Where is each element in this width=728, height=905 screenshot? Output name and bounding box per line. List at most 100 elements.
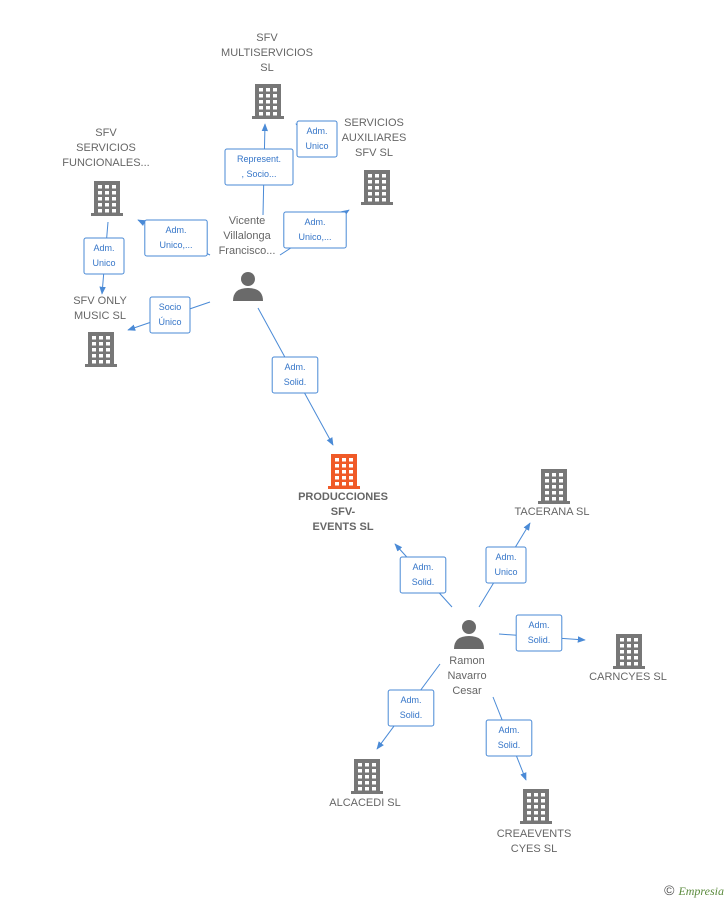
node-tacerana[interactable]: TACERANA SL	[515, 469, 590, 518]
node-label: FUNCIONALES...	[62, 157, 149, 169]
company-building-icon[interactable]	[361, 170, 393, 205]
company-building-icon[interactable]	[520, 789, 552, 824]
node-label: SERVICIOS	[76, 142, 136, 154]
company-building-icon[interactable]	[252, 84, 284, 119]
edge-label-text: Adm.	[412, 562, 433, 572]
edge-label-text: Unico,...	[298, 232, 331, 242]
edge-label-text: Adm.	[495, 552, 516, 562]
node-label: Cesar	[452, 685, 482, 697]
node-carncyes[interactable]: CARNCYES SL	[589, 634, 667, 683]
nodes-layer: PRODUCCIONES SFV- EVENTS SL VicenteVillalon…	[62, 32, 667, 855]
edge-vicente-auxil: Adm. Unico,...	[279, 209, 350, 256]
node-label: SFV ONLY	[73, 295, 127, 307]
edge-vicente-prod: Adm. Solid.	[257, 307, 334, 446]
company-building-icon[interactable]	[351, 759, 383, 794]
edge-label-box[interactable]	[149, 296, 191, 334]
edge-label-text: Adm.	[400, 695, 421, 705]
node-label: TACERANA SL	[515, 506, 590, 518]
edge-ramon-creaevents: Adm. Solid.	[485, 696, 533, 781]
node-label: MULTISERVICIOS	[221, 47, 313, 59]
edges-layer: Adm. Solid. Represent. , Socio... Adm. Unico,…	[83, 120, 586, 781]
edge-vicente-func: Adm. Unico,...	[137, 219, 211, 257]
edge-vicente-multi: Represent. , Socio...	[224, 123, 294, 216]
company-building-icon[interactable]	[91, 181, 123, 216]
node-label: SL	[260, 62, 273, 74]
edge-label-box[interactable]	[387, 689, 435, 727]
edge-label-text: Adm.	[165, 225, 186, 235]
node-label: SFV SL	[355, 147, 393, 159]
edge-label-text: Unico	[92, 258, 115, 268]
node-label: SFV	[95, 127, 117, 139]
edge-label-text: Adm.	[284, 362, 305, 372]
node-multi[interactable]: SFV MULTISERVICIOS SL	[221, 32, 313, 119]
edge-label-text: Adm.	[498, 725, 519, 735]
edge-label-text: Solid.	[400, 710, 423, 720]
edge-label-box[interactable]	[485, 546, 527, 584]
edge-multi-auxil: Adm. Unico	[295, 120, 338, 158]
edge-label-text: Solid.	[498, 740, 521, 750]
edge-label-text: Adm.	[528, 620, 549, 630]
edge-label-text: Solid.	[528, 635, 551, 645]
edge-label-text: Adm.	[93, 243, 114, 253]
edge-label-box[interactable]	[283, 211, 347, 249]
edge-label-box[interactable]	[399, 556, 447, 594]
node-label: PRODUCCIONES	[298, 491, 388, 503]
node-music[interactable]: SFV ONLY MUSIC SL	[73, 295, 127, 367]
main-company-building-icon[interactable]	[328, 454, 360, 489]
node-alcacedi[interactable]: ALCACEDI SL	[329, 759, 401, 809]
edge-label-box[interactable]	[296, 120, 338, 158]
edge-label-text: Único	[158, 317, 181, 327]
node-label: CYES SL	[511, 843, 557, 855]
edge-label-text: Unico,...	[159, 240, 192, 250]
node-label: Vicente	[229, 215, 266, 227]
edge-label-text: Solid.	[412, 577, 435, 587]
node-label: SFV-	[331, 506, 356, 518]
node-label: Francisco...	[219, 245, 276, 257]
watermark: ©Empresia	[664, 882, 724, 899]
node-auxil[interactable]: SERVICIOS AUXILIARES SFV SL	[342, 117, 407, 205]
edge-label-text: Adm.	[304, 217, 325, 227]
node-prod[interactable]: PRODUCCIONES SFV- EVENTS SL	[298, 454, 388, 533]
company-building-icon[interactable]	[613, 634, 645, 669]
edge-label-box[interactable]	[485, 719, 533, 757]
node-label: CREAEVENTS	[497, 828, 572, 840]
edge-label-text: Solid.	[284, 377, 307, 387]
brand-logo: Empresia	[678, 884, 724, 898]
edge-ramon-prod: Adm. Solid.	[394, 543, 453, 608]
node-label: CARNCYES SL	[589, 671, 667, 683]
company-building-icon[interactable]	[85, 332, 117, 367]
edge-label-box[interactable]	[271, 356, 319, 394]
edge-label-text: Unico	[494, 567, 517, 577]
edge-label-text: Adm.	[306, 126, 327, 136]
node-label: ALCACEDI SL	[329, 797, 401, 809]
edge-label-text: Unico	[305, 141, 328, 151]
node-label: Navarro	[447, 670, 486, 682]
node-label: Villalonga	[223, 230, 271, 242]
person-icon[interactable]	[233, 272, 263, 301]
node-func[interactable]: SFV SERVICIOS FUNCIONALES...	[62, 127, 150, 216]
node-creaevents[interactable]: CREAEVENTS CYES SL	[497, 789, 572, 855]
edge-label-text: Socio	[159, 302, 182, 312]
node-vicente[interactable]: VicenteVillalongaFrancisco...	[219, 215, 276, 301]
edge-func-music: Adm. Unico	[83, 221, 125, 295]
node-label: AUXILIARES	[342, 132, 407, 144]
copyright-icon: ©	[664, 882, 675, 898]
node-label: Ramon	[449, 655, 484, 667]
company-building-icon[interactable]	[538, 469, 570, 504]
node-label: EVENTS SL	[312, 521, 373, 533]
edge-label-text: , Socio...	[241, 169, 276, 179]
edge-label-box[interactable]	[83, 237, 125, 275]
node-label: SERVICIOS	[344, 117, 404, 129]
person-icon[interactable]	[454, 620, 484, 649]
edge-ramon-carncyes: Adm. Solid.	[498, 614, 586, 652]
edge-label-box[interactable]	[144, 219, 208, 257]
node-label: SFV	[256, 32, 278, 44]
edge-label-box[interactable]	[515, 614, 563, 652]
node-label: MUSIC SL	[74, 310, 126, 322]
edge-label-box[interactable]	[224, 148, 294, 186]
edge-ramon-tacerana: Adm. Unico	[478, 522, 531, 608]
edge-label-text: Represent.	[237, 154, 281, 164]
